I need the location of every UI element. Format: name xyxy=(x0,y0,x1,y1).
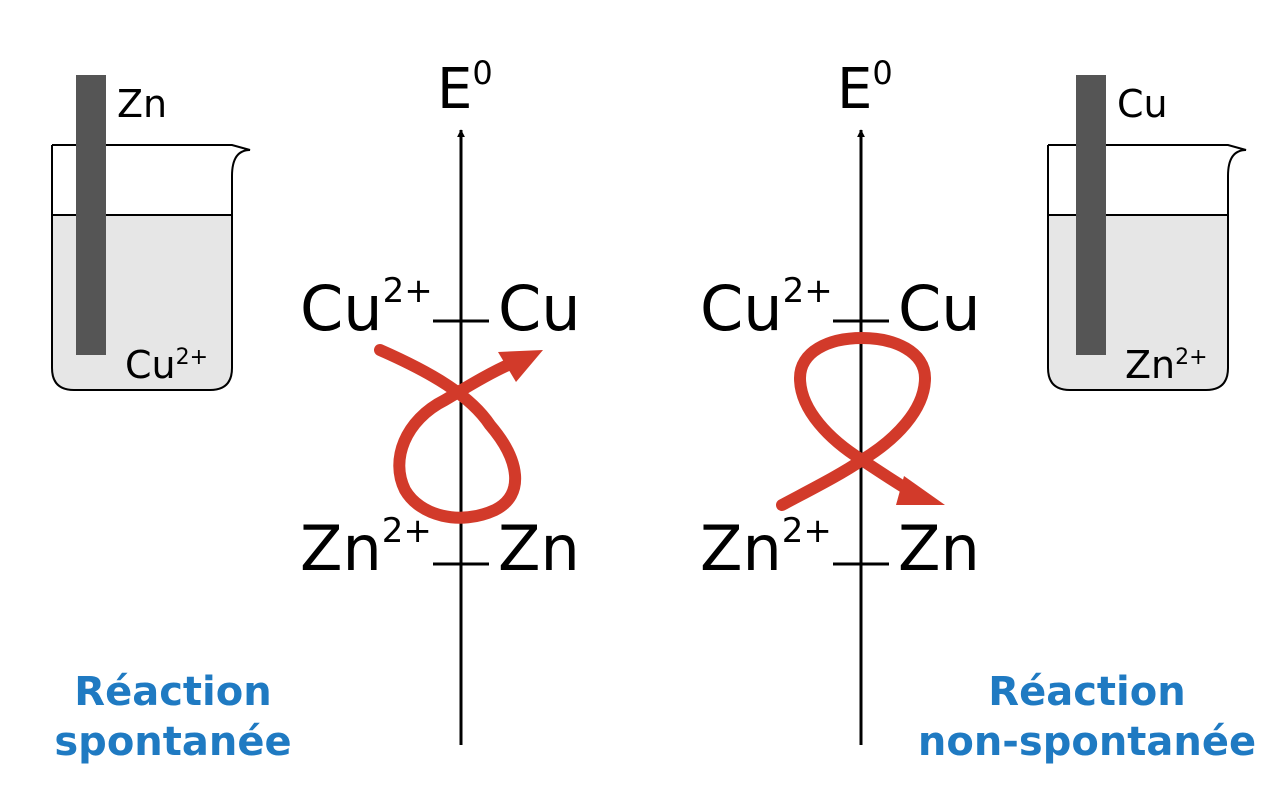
left-beaker-ion-label: Cu2+ xyxy=(125,343,208,387)
right-bottom-couple-reductant: Zn xyxy=(898,512,980,585)
left-gamma-arrow xyxy=(374,344,522,524)
right-electrode-label: Cu xyxy=(1117,82,1168,126)
right-bottom-couple-oxidant: Zn2+ xyxy=(700,511,832,585)
left-gamma-arrowhead xyxy=(498,350,543,382)
left-potential-axis: E0 Cu2+ Cu Zn2+ Zn xyxy=(300,54,581,745)
left-caption-line2: spontanée xyxy=(54,719,291,765)
left-beaker-glass xyxy=(51,144,251,391)
right-beaker-glass xyxy=(1047,144,1247,391)
right-caption-line1: Réaction xyxy=(988,669,1185,715)
right-loop-arrowhead xyxy=(896,476,945,505)
left-top-couple-oxidant: Cu2+ xyxy=(300,271,433,345)
right-beaker: Cu Zn2+ xyxy=(1047,75,1247,391)
left-electrode xyxy=(76,75,106,355)
left-caption-line1: Réaction xyxy=(74,669,271,715)
right-caption: Réaction non-spontanée xyxy=(918,669,1256,765)
left-top-couple-reductant: Cu xyxy=(498,272,581,345)
left-electrode-label: Zn xyxy=(117,82,167,126)
right-top-couple-reductant: Cu xyxy=(898,272,981,345)
right-top-couple-oxidant: Cu2+ xyxy=(700,271,833,345)
right-electrode xyxy=(1076,75,1106,355)
left-bottom-couple-oxidant: Zn2+ xyxy=(300,511,432,585)
right-loop-arrow xyxy=(776,331,932,511)
right-beaker-ion-label: Zn2+ xyxy=(1125,343,1208,387)
left-axis-label: E0 xyxy=(437,54,493,122)
right-potential-axis: E0 Cu2+ Cu Zn2+ Zn xyxy=(700,54,981,745)
right-axis-label: E0 xyxy=(837,54,893,122)
left-beaker: Zn Cu2+ xyxy=(51,75,251,391)
right-caption-line2: non-spontanée xyxy=(918,719,1256,765)
left-caption: Réaction spontanée xyxy=(54,669,291,765)
left-bottom-couple-reductant: Zn xyxy=(498,512,580,585)
